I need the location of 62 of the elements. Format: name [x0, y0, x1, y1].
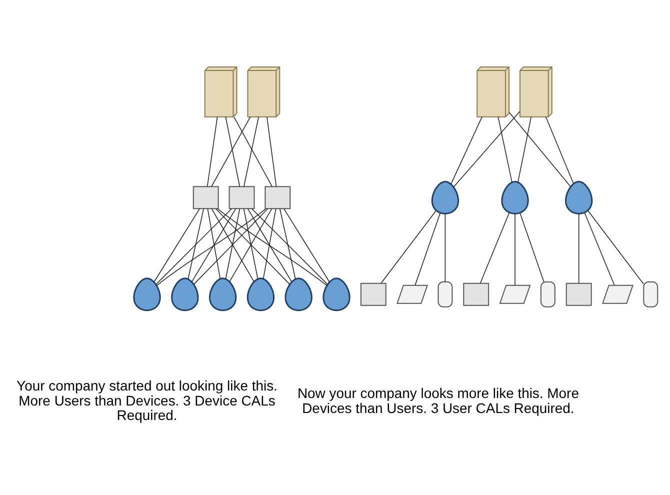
connector: [414, 212, 441, 286]
node-computer: [264, 186, 291, 210]
connector: [252, 208, 328, 285]
connector: [191, 208, 236, 282]
connector: [188, 208, 204, 280]
node-laptop: [602, 284, 634, 304]
connector: [518, 116, 532, 183]
connector: [225, 208, 240, 280]
connector: [380, 210, 436, 284]
node-person: [565, 180, 593, 214]
node-computer: [463, 282, 490, 306]
connector: [225, 116, 240, 187]
node-tablet: [438, 281, 453, 308]
connector: [211, 116, 251, 187]
node-computer: [192, 186, 219, 210]
connector: [520, 212, 544, 282]
node-person: [322, 278, 350, 312]
node-laptop: [499, 284, 531, 304]
connector: [280, 208, 296, 280]
node-computer: [360, 282, 386, 306]
node-laptop: [396, 284, 428, 304]
connector: [284, 208, 330, 283]
node-computer: [228, 186, 255, 210]
connector: [206, 116, 218, 187]
connector: [480, 212, 510, 284]
connector: [262, 208, 276, 280]
connector: [453, 111, 520, 188]
connector: [546, 116, 574, 184]
connector: [450, 116, 482, 184]
node-person: [133, 278, 161, 312]
connector: [247, 208, 292, 282]
node-tablet: [540, 281, 556, 308]
label: Your company started out looking like this. More Users than Devices. 3 Device CALs Required.: [16, 377, 278, 424]
connector: [207, 208, 221, 280]
node-tablet: [643, 281, 658, 308]
node-person: [431, 180, 460, 214]
connector: [578, 213, 580, 284]
connector: [444, 213, 446, 282]
node-computer: [566, 282, 592, 306]
connector: [193, 208, 268, 285]
connector: [229, 208, 272, 282]
connector: [154, 208, 200, 283]
connector: [156, 208, 232, 285]
connector: [584, 212, 615, 286]
connector: [218, 208, 328, 286]
connector: [588, 210, 644, 284]
connector: [244, 116, 259, 187]
label: Now your company looks more like this. More Devices than Users. 3 User CALs Required.: [297, 384, 579, 416]
connector: [156, 208, 266, 286]
connector: [243, 208, 258, 280]
connector: [215, 208, 290, 285]
node-person: [171, 278, 199, 312]
node-person: [246, 278, 275, 312]
connector: [498, 116, 512, 183]
connector: [211, 208, 254, 282]
node-person: [284, 278, 312, 312]
connector: [266, 116, 277, 187]
connector: [234, 116, 272, 187]
node-person: [208, 278, 237, 312]
connector: [514, 213, 516, 286]
connector: [508, 112, 571, 188]
node-person: [501, 180, 529, 214]
